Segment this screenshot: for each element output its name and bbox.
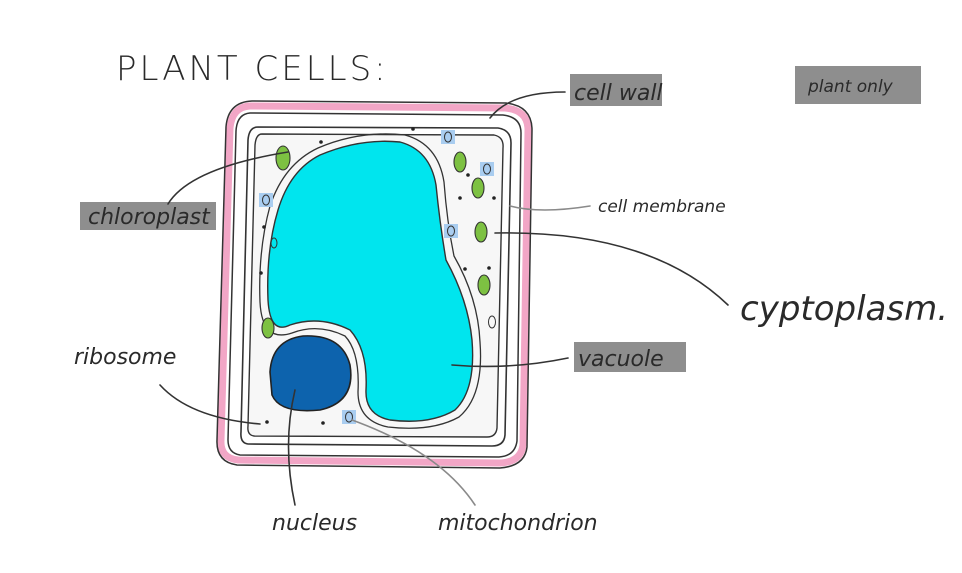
tonoplast — [259, 133, 482, 429]
leader-chloroplast — [167, 151, 289, 205]
leader-ribosome — [159, 384, 261, 425]
ribosome-dot — [466, 173, 470, 177]
ribosome-dot — [411, 127, 415, 131]
chloroplast-3 — [471, 177, 485, 199]
nucleus — [269, 335, 352, 412]
leader-cell-wall — [489, 91, 566, 119]
mitochondrion-4 — [444, 224, 458, 238]
diagram-title: PLANT CELLS: — [116, 49, 389, 89]
vacuole — [267, 140, 474, 422]
label-cell-membrane: cell membrane — [598, 197, 726, 217]
label-cytoplasm: cyptoplasm. — [740, 289, 948, 329]
label-cell-wall: cell wall — [574, 81, 663, 106]
highlight-vacuole — [574, 342, 686, 372]
ribosome-dot — [463, 267, 467, 271]
highlight-cell-wall — [570, 74, 662, 106]
cell-wall-outline-outer — [216, 100, 533, 469]
mitochondrion-7 — [270, 237, 278, 249]
label-chloroplast: chloroplast — [88, 205, 211, 230]
leader-nucleus — [287, 389, 296, 506]
chloroplast-6 — [261, 317, 275, 339]
mitochondrion-2 — [480, 162, 494, 176]
mitochondrion-6 — [488, 315, 496, 329]
label-vacuole: vacuole — [578, 347, 664, 372]
ribosome-dot — [265, 420, 269, 424]
cell-membrane — [240, 126, 512, 447]
mitochondrion-1 — [441, 130, 455, 144]
ribosome-group — [259, 127, 496, 425]
chloroplast-4 — [474, 221, 488, 243]
cell-wall-outline-inner — [227, 112, 522, 458]
chloroplast-1 — [275, 145, 291, 171]
label-mitochondrion: mitochondrion — [438, 511, 598, 536]
leader-vacuole — [451, 357, 569, 368]
chloroplast-2 — [453, 151, 467, 173]
label-ribosome: ribosome — [74, 345, 176, 370]
label-nucleus: nucleus — [272, 511, 357, 536]
chloroplast-5 — [477, 274, 491, 296]
highlight-chloroplast — [80, 202, 216, 230]
ribosome-dot — [458, 196, 462, 200]
ribosome-dot — [487, 266, 491, 270]
ribosome-dot — [321, 421, 325, 425]
highlight-plant-only — [795, 66, 921, 104]
ribosome-dot — [492, 196, 496, 200]
mitochondrion-3 — [259, 193, 273, 207]
ribosome-dot — [319, 140, 323, 144]
leader-mitochondrion — [351, 419, 476, 506]
leader-cell-membrane — [509, 205, 591, 211]
leader-cytoplasm — [494, 232, 729, 306]
ribosome-dot — [259, 271, 263, 275]
ribosome-dot — [262, 225, 266, 229]
cell-wall — [217, 102, 532, 467]
label-plant-only: plant only — [807, 77, 894, 97]
